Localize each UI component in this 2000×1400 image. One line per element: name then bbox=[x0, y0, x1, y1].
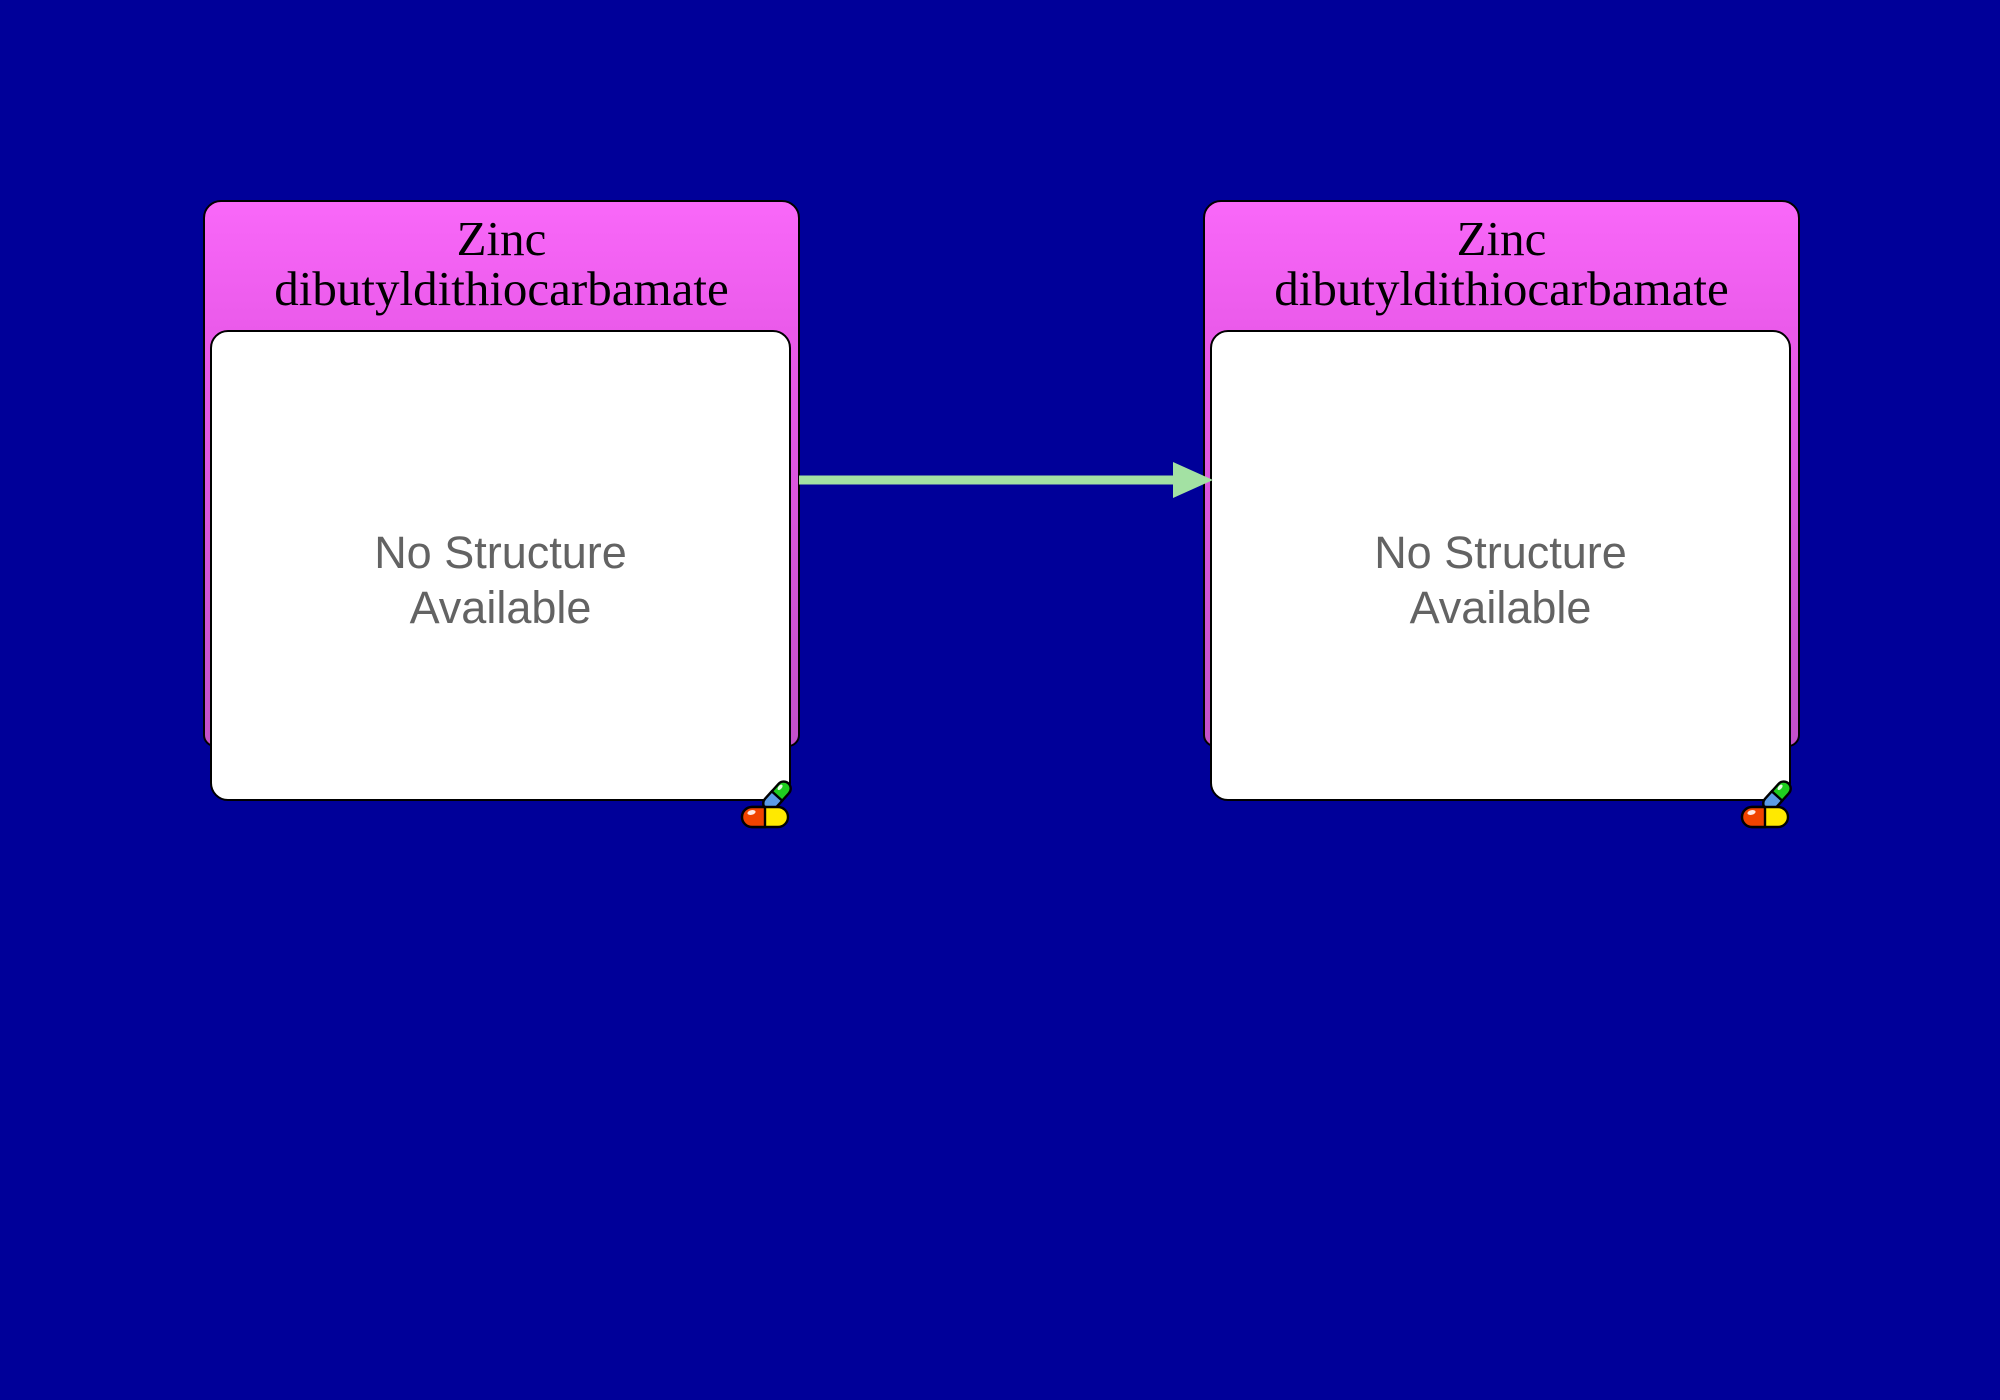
compound-name: Zinc dibutyldithiocarbamate bbox=[274, 211, 729, 316]
drug-pills-icon[interactable] bbox=[740, 778, 799, 830]
compound-node-right[interactable]: Zinc dibutyldithiocarbamate No Structure… bbox=[1203, 200, 1800, 832]
reaction-arrow-shaft bbox=[799, 475, 1179, 485]
no-structure-text: No Structure Available bbox=[374, 526, 627, 633]
structure-panel: No Structure Available bbox=[1210, 330, 1791, 801]
drug-pills-icon[interactable] bbox=[1740, 778, 1799, 830]
pill-gloss bbox=[1747, 810, 1756, 815]
flat-pill-orange-half bbox=[1740, 805, 1767, 829]
pill-gloss bbox=[1777, 784, 1783, 791]
compound-name: Zinc dibutyldithiocarbamate bbox=[1274, 211, 1729, 316]
pill-gloss bbox=[747, 810, 756, 815]
compound-node-left[interactable]: Zinc dibutyldithiocarbamate No Structure… bbox=[203, 200, 800, 832]
reaction-arrow-head bbox=[1173, 462, 1213, 498]
no-structure-text: No Structure Available bbox=[1374, 526, 1627, 633]
structure-panel: No Structure Available bbox=[210, 330, 791, 801]
reaction-arrow bbox=[799, 462, 1213, 498]
pill-gloss bbox=[777, 784, 783, 791]
flat-pill-orange-half bbox=[740, 805, 767, 829]
